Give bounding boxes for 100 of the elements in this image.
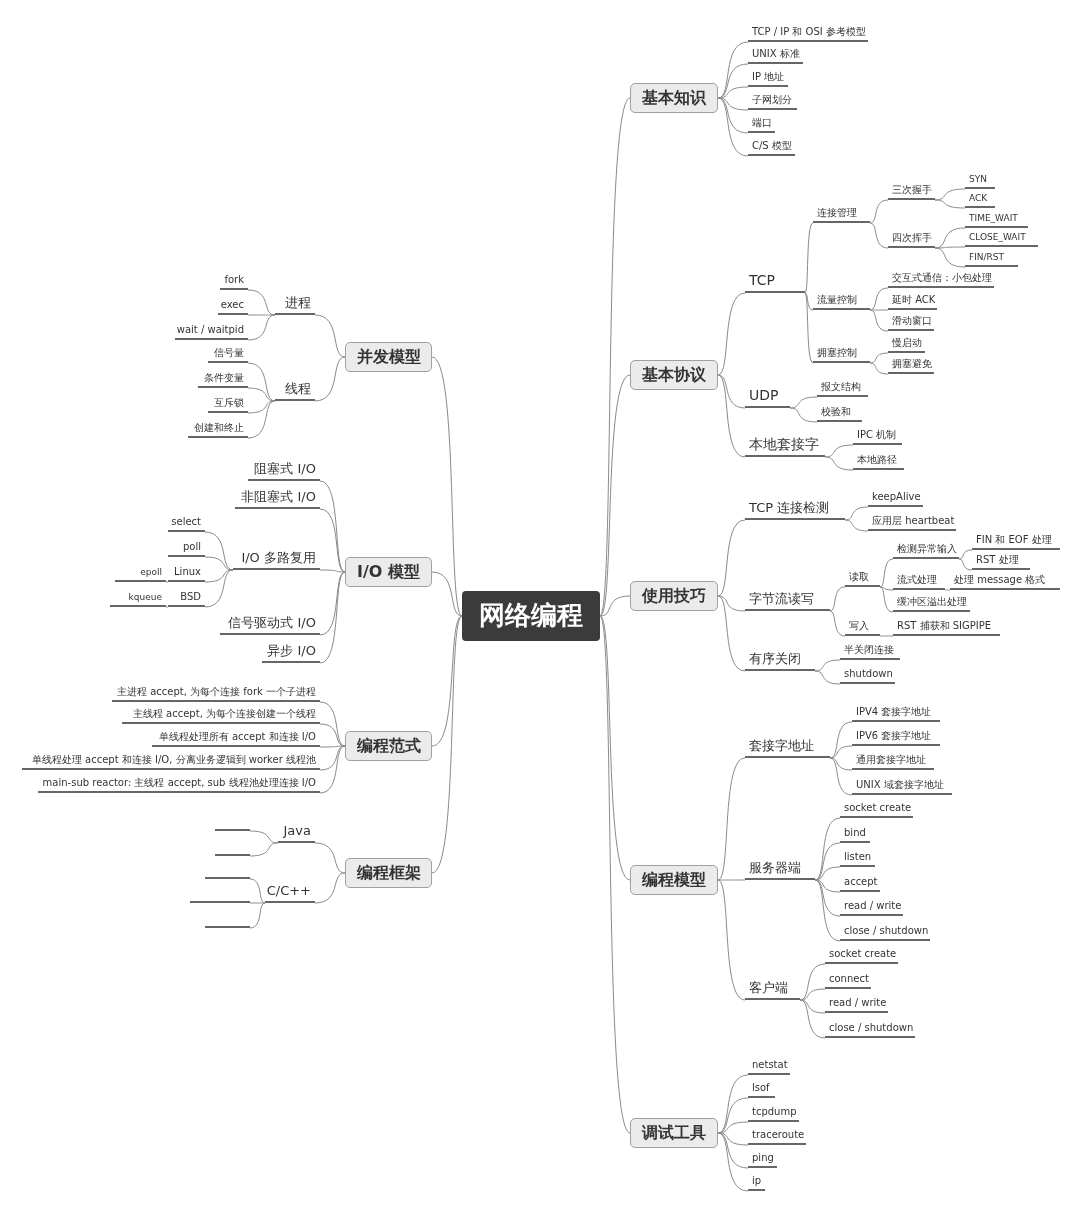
branch-connector xyxy=(319,480,346,573)
branch-connector xyxy=(879,635,894,637)
branch-connector xyxy=(599,97,631,617)
branch-connector xyxy=(804,292,814,364)
subtopic-label: CLOSE_WAIT xyxy=(965,232,1038,247)
subtopic-label: keepAlive xyxy=(868,491,923,507)
subtopic-label: IPC 机制 xyxy=(853,429,902,445)
subtopic-label: socket create xyxy=(825,948,899,964)
subtopic-label: 线程 xyxy=(275,381,315,401)
topic-box: 基本知识 xyxy=(630,83,718,113)
branch-connector xyxy=(869,352,889,364)
subtopic-label: 本地套接字 xyxy=(745,436,825,457)
subtopic-label: C/S 模型 xyxy=(748,140,795,156)
branch-connector xyxy=(319,571,346,664)
branch-connector xyxy=(717,879,746,881)
branch-connector xyxy=(879,586,894,613)
subtopic-label: RST 捕获和 SIGPIPE xyxy=(893,620,1000,636)
subtopic-label: close / shutdown xyxy=(825,1022,916,1038)
branch-connector xyxy=(319,571,346,636)
branch-connector xyxy=(717,879,746,1001)
branch-connector xyxy=(599,374,631,617)
subtopic-label: 单线程处理所有 accept 和连接 I/O xyxy=(152,731,320,747)
subtopic-label: 子网划分 xyxy=(748,94,797,110)
topic-box: 编程模型 xyxy=(630,865,718,895)
subtopic-label: close / shutdown xyxy=(840,925,931,941)
subtopic-label: FIN 和 EOF 处理 xyxy=(972,534,1060,550)
branch-connector xyxy=(247,314,276,341)
branch-connector xyxy=(814,659,841,672)
branch-connector xyxy=(249,878,266,904)
subtopic-label: read / write xyxy=(840,900,904,916)
subtopic-label: 条件变量 xyxy=(198,372,248,388)
subtopic-label: IPV6 套接字地址 xyxy=(852,730,940,746)
branch-connector xyxy=(869,309,889,332)
subtopic-label: kqueue xyxy=(110,592,166,607)
topic-box: 编程框架 xyxy=(345,858,432,888)
subtopic-label: 检测异常输入 xyxy=(893,543,959,559)
subtopic-label: BSD xyxy=(168,591,205,607)
branch-connector xyxy=(814,817,841,881)
branch-connector xyxy=(879,586,894,591)
subtopic-label: UNIX 标准 xyxy=(748,48,803,64)
branch-connector xyxy=(314,314,346,358)
subtopic-label: 单线程处理 accept 和连接 I/O, 分离业务逻辑到 worker 线程池 xyxy=(22,754,320,770)
subtopic-label: ACK xyxy=(965,193,995,208)
branch-connector xyxy=(431,356,463,617)
subtopic-label: 缓冲区溢出处理 xyxy=(893,596,970,612)
branch-connector xyxy=(319,745,346,794)
subtopic-label: ip xyxy=(748,1175,765,1191)
subtopic-label: 进程 xyxy=(275,295,315,315)
subtopic-label: 主线程 accept, 为每个连接创建一个线程 xyxy=(122,708,320,724)
subtopic-label: C/C++ xyxy=(264,883,315,903)
subtopic-label: 处理 message 格式 xyxy=(950,574,1060,590)
subtopic-label: 主进程 accept, 为每个连接 fork 一个子进程 xyxy=(112,686,320,702)
subtopic-label: 异步 I/O xyxy=(262,643,320,663)
branch-connector xyxy=(844,506,869,521)
subtopic-label: main-sub reactor: 主线程 accept, sub 线程池处理连接 I/O xyxy=(38,777,320,793)
subtopic-label: Java xyxy=(278,823,315,843)
subtopic-label: UDP xyxy=(745,387,790,408)
branch-connector xyxy=(249,830,279,844)
branch-connector xyxy=(869,199,889,224)
branch-connector xyxy=(824,456,854,471)
branch-connector xyxy=(431,615,463,874)
subtopic-label: 服务器端 xyxy=(745,860,815,880)
subtopic-label: shutdown xyxy=(840,668,895,684)
subtopic-label: UNIX 域套接字地址 xyxy=(852,779,952,795)
branch-connector xyxy=(934,199,966,209)
subtopic-label: connect xyxy=(825,973,871,989)
subtopic-label: 读取 xyxy=(845,571,880,587)
branch-connector xyxy=(314,356,346,402)
topic-box: 使用技巧 xyxy=(630,581,718,611)
subtopic-label: IPV4 套接字地址 xyxy=(852,706,940,722)
subtopic-label: 本地路径 xyxy=(853,454,904,470)
subtopic-label: 慢启动 xyxy=(888,337,925,353)
branch-connector xyxy=(319,745,346,771)
branch-connector xyxy=(934,247,966,268)
subtopic-label: select xyxy=(168,516,205,532)
subtopic-label: 四次挥手 xyxy=(888,232,935,248)
branch-connector xyxy=(814,879,841,942)
subtopic-label: 套接字地址 xyxy=(745,738,830,758)
subtopic-label: wait / waitpid xyxy=(174,324,248,340)
subtopic-label: 延时 ACK xyxy=(888,294,938,310)
subtopic-label: ping xyxy=(748,1152,777,1168)
branch-connector xyxy=(804,222,814,294)
subtopic-label: traceroute xyxy=(748,1129,807,1145)
subtopic-label: TCP / IP 和 OSI 参考模型 xyxy=(748,26,868,42)
branch-connector xyxy=(717,757,746,881)
subtopic-label: tcpdump xyxy=(748,1106,799,1122)
branch-connector xyxy=(599,615,631,1134)
subtopic-label: 交互式通信：小包处理 xyxy=(888,272,994,288)
subtopic-label: RST 处理 xyxy=(972,554,1030,570)
subtopic-label: listen xyxy=(840,851,875,867)
subtopic-label: 字节流读写 xyxy=(745,591,830,611)
subtopic-label: IP 地址 xyxy=(748,71,788,87)
subtopic-label: TCP xyxy=(745,272,805,293)
branch-connector xyxy=(824,444,854,458)
branch-connector xyxy=(829,586,846,612)
branch-connector xyxy=(799,999,826,1039)
branch-connector xyxy=(829,610,846,637)
subtopic-label: 信号驱动式 I/O xyxy=(220,615,320,635)
branch-connector xyxy=(204,569,234,608)
branch-connector xyxy=(799,988,826,1001)
